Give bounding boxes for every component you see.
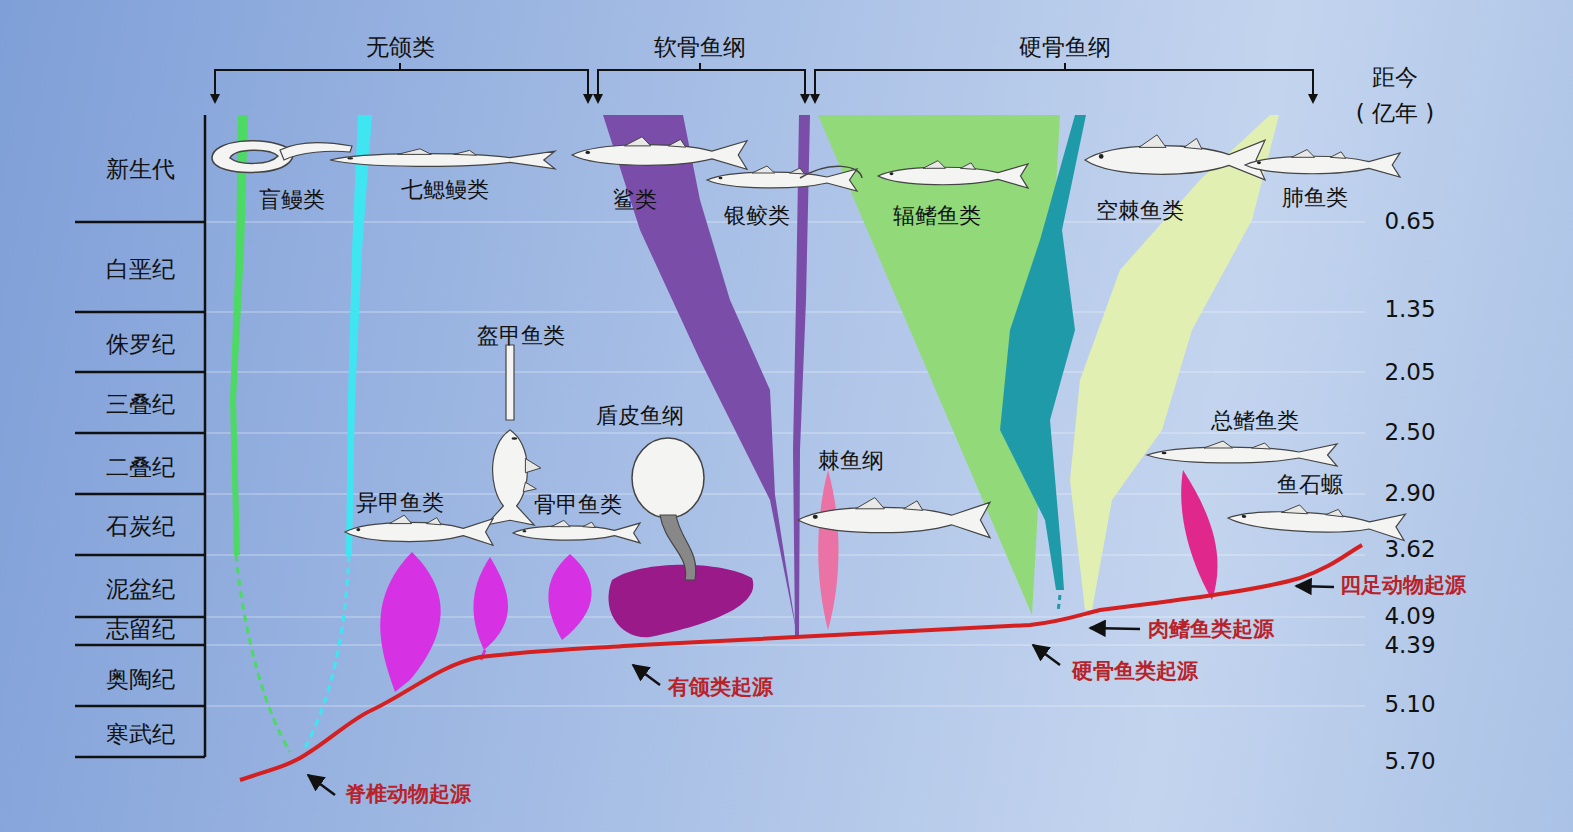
origin-label: 肉鳍鱼类起源 — [1148, 618, 1274, 641]
taxon-name: 银鲛类 — [724, 204, 790, 228]
age-value: 2.90 — [1384, 481, 1435, 506]
origin-label: 硬骨鱼类起源 — [1072, 660, 1198, 683]
period-name: 奥陶纪 — [106, 667, 175, 692]
age-value: 0.65 — [1384, 209, 1435, 234]
period-name: 寒武纪 — [106, 722, 175, 747]
taxon-name: 盲鳗类 — [259, 188, 325, 212]
axis-unit: ( 亿年 ) — [1356, 101, 1435, 126]
taxon-name: 七鳃鳗类 — [401, 178, 489, 202]
age-value: 1.35 — [1384, 297, 1435, 322]
group-header: 硬骨鱼纲 — [1019, 35, 1111, 60]
age-value: 5.70 — [1384, 749, 1435, 774]
taxon-name: 骨甲鱼类 — [534, 493, 622, 517]
taxon-name: 盾皮鱼纲 — [596, 404, 684, 428]
axis-title: 距今 — [1372, 65, 1418, 90]
taxon-name: 鱼石螈 — [1277, 473, 1343, 497]
taxon-name: 棘鱼纲 — [818, 449, 884, 473]
age-value: 5.10 — [1384, 692, 1435, 717]
origin-label: 脊椎动物起源 — [345, 783, 471, 806]
period-name: 二叠纪 — [106, 455, 175, 480]
period-name: 白垩纪 — [106, 257, 175, 282]
taxon-name: 异甲鱼类 — [356, 491, 444, 515]
age-value: 2.50 — [1384, 420, 1435, 445]
group-header: 软骨鱼纲 — [654, 35, 746, 60]
period-name: 新生代 — [106, 157, 175, 182]
period-name: 志留纪 — [106, 617, 175, 642]
taxon-name: 盔甲鱼类 — [477, 324, 565, 348]
origin-label: 有颌类起源 — [668, 676, 773, 699]
group-header: 无颌类 — [366, 35, 435, 60]
age-value: 2.05 — [1384, 360, 1435, 385]
taxon-name: 空棘鱼类 — [1096, 199, 1184, 223]
period-name: 石炭纪 — [106, 514, 175, 539]
period-name: 泥盆纪 — [106, 577, 175, 602]
taxon-name: 肺鱼类 — [1282, 186, 1348, 210]
period-name: 三叠纪 — [106, 392, 175, 417]
age-value: 4.09 — [1384, 604, 1435, 629]
taxon-name: 鲨类 — [613, 188, 657, 212]
taxon-name: 总鳍鱼类 — [1211, 409, 1299, 433]
taxon-name: 辐鳍鱼类 — [893, 204, 981, 228]
period-name: 侏罗纪 — [106, 332, 175, 357]
origin-label: 四足动物起源 — [1340, 574, 1466, 597]
age-value: 3.62 — [1384, 537, 1435, 562]
age-value: 4.39 — [1384, 633, 1435, 658]
